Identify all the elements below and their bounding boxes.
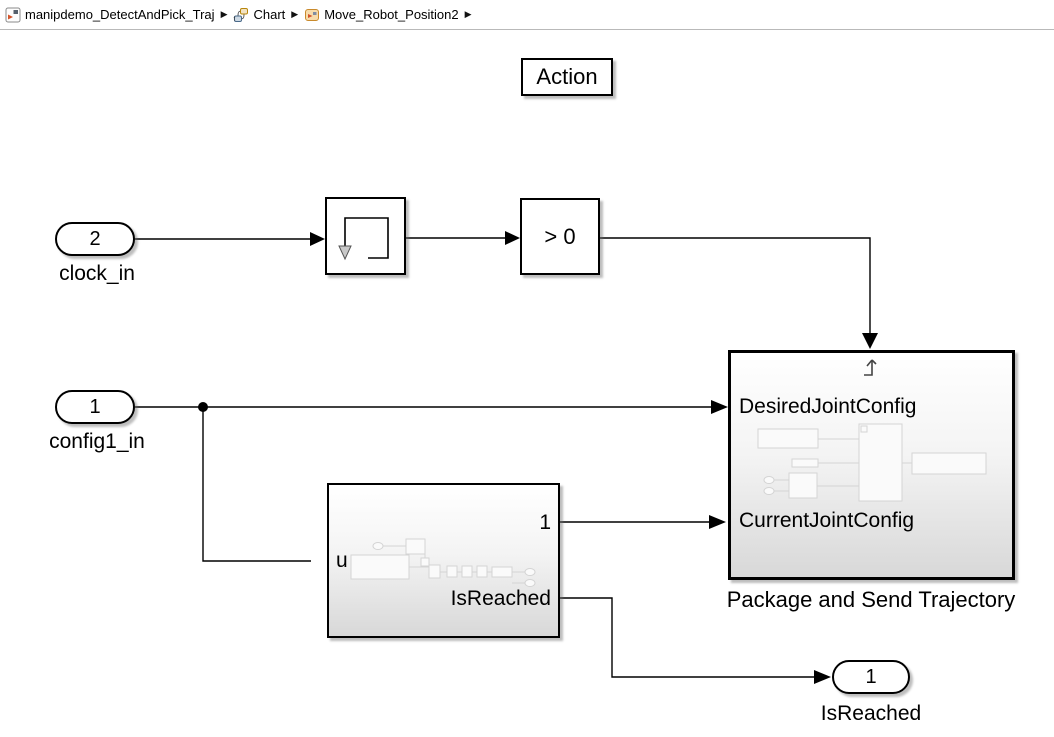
wire-branch-to-robot-subsystem[interactable] <box>202 407 311 562</box>
inport-config1-in-number: 1 <box>89 395 101 418</box>
arrowhead <box>310 232 325 246</box>
stateflow-chart-icon: t <box>233 7 249 23</box>
outport-isreached-number: 1 <box>865 665 877 688</box>
package-subsystem[interactable]: DesiredJointConfig CurrentJointConfig <box>728 350 1015 580</box>
package-subsystem-input-current: CurrentJointConfig <box>739 509 915 532</box>
arrowhead <box>709 515 726 529</box>
robot-position-subsystem[interactable]: u 1 IsReached <box>327 483 560 638</box>
robot-subsystem-output-isreached: IsReached <box>450 587 551 610</box>
branch-point[interactable] <box>198 402 208 412</box>
arrowhead <box>814 670 831 684</box>
breadcrumb-chart-label: Chart <box>253 7 286 22</box>
action-annotation-label: Action <box>536 64 598 89</box>
breadcrumb-subsystem-label: Move_Robot_Position2 <box>324 7 459 22</box>
diagram-canvas[interactable]: Action 2 clock_in > 0 1 config1_in <box>0 30 1054 737</box>
wire-compare-to-trigger[interactable] <box>600 237 871 334</box>
memory-block[interactable] <box>325 197 406 275</box>
inport-config1-in-name[interactable]: config1_in <box>49 430 145 453</box>
breadcrumb-model-label: manipdemo_DetectAndPick_Traj <box>25 7 215 22</box>
robot-subsystem-output-1: 1 <box>539 511 551 534</box>
outport-isreached[interactable]: 1 <box>832 660 910 694</box>
signal-wires-layer <box>135 231 878 684</box>
breadcrumb-item-subsystem[interactable]: Move_Robot_Position2 <box>304 7 459 23</box>
breadcrumb: manipdemo_DetectAndPick_Traj ▶ t Chart ▶… <box>0 0 1054 30</box>
action-annotation[interactable]: Action <box>521 58 613 96</box>
arrowhead <box>711 400 728 414</box>
breadcrumb-item-chart[interactable]: t Chart <box>233 7 285 23</box>
breadcrumb-item-model[interactable]: manipdemo_DetectAndPick_Traj <box>5 7 215 23</box>
robot-subsystem-input-u: u <box>336 549 348 572</box>
arrowhead <box>862 333 878 349</box>
package-subsystem-name[interactable]: Package and Send Trajectory <box>726 587 1016 612</box>
inport-config1-in[interactable]: 1 <box>55 390 135 424</box>
svg-text:t: t <box>234 16 236 22</box>
package-subsystem-input-desired: DesiredJointConfig <box>739 395 917 418</box>
wire-isreached-to-outport[interactable] <box>560 597 815 678</box>
memory-loop-icon <box>338 217 389 261</box>
subsystem-content-preview <box>757 423 987 502</box>
subsystem-icon <box>304 7 320 23</box>
compare-to-zero-block[interactable]: > 0 <box>520 198 600 275</box>
inport-clock-in[interactable]: 2 <box>55 222 135 256</box>
inport-clock-in-name[interactable]: clock_in <box>59 262 135 285</box>
arrowhead <box>505 231 520 245</box>
outport-isreached-name[interactable]: IsReached <box>820 702 922 725</box>
subsystem-content-preview <box>350 538 536 587</box>
breadcrumb-separator-icon: ▶ <box>291 9 299 19</box>
inport-clock-in-number: 2 <box>89 227 101 250</box>
trigger-icon <box>864 359 877 376</box>
breadcrumb-separator-icon: ▶ <box>464 9 472 19</box>
compare-block-label: > 0 <box>544 223 576 249</box>
simulink-model-icon <box>5 7 21 23</box>
breadcrumb-separator-icon: ▶ <box>220 9 228 19</box>
